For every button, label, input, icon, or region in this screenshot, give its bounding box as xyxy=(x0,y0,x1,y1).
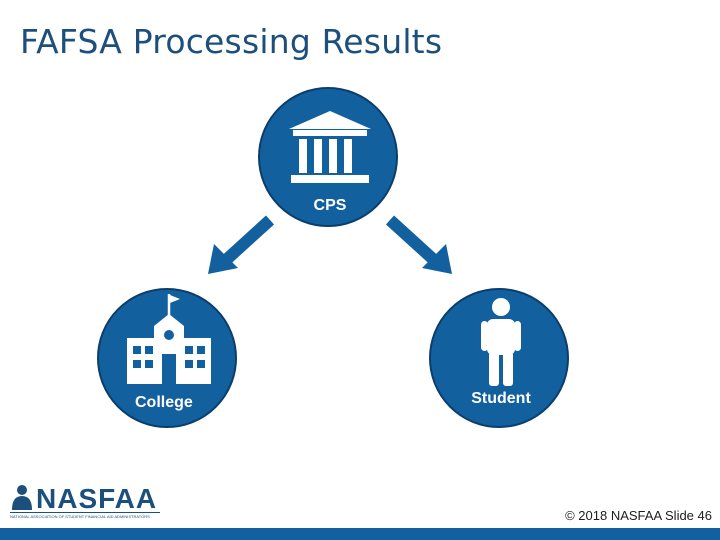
college-node: College xyxy=(97,288,237,428)
student-label: Student xyxy=(471,390,531,407)
person-icon xyxy=(481,298,521,386)
cps-node: CPS xyxy=(258,87,398,227)
svg-text:NATIONAL ASSOCIATION OF STUDEN: NATIONAL ASSOCIATION OF STUDENT FINANCIA… xyxy=(10,514,150,519)
footer-copyright-slide-number: © 2018 NASFAA Slide 46 xyxy=(565,508,712,523)
footer-bar xyxy=(0,528,720,540)
government-building-icon xyxy=(289,111,371,183)
slide-title: FAFSA Processing Results xyxy=(20,22,443,61)
cps-label: CPS xyxy=(313,197,347,214)
arrow-to-college xyxy=(208,215,275,274)
school-building-icon xyxy=(127,294,211,384)
college-label: College xyxy=(135,394,193,411)
nasfaa-logo: NASFAA NATIONAL ASSOCIATION OF STUDENT F… xyxy=(10,480,170,525)
arrow-to-student xyxy=(385,215,452,274)
svg-text:NASFAA: NASFAA xyxy=(36,483,157,514)
student-node: Student xyxy=(429,288,569,428)
